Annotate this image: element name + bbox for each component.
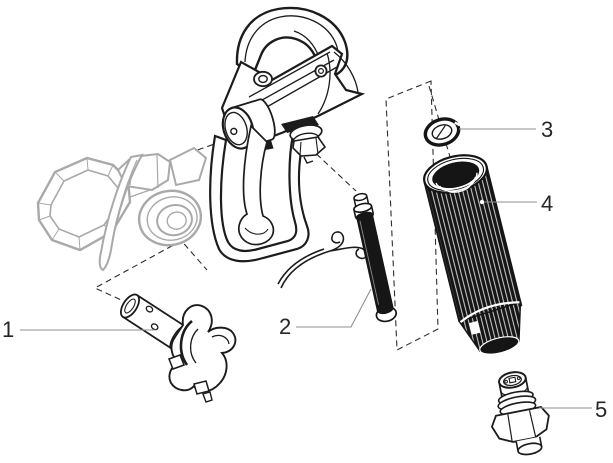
part4-mouth-mid	[427, 157, 485, 192]
gun-muzzle-face-inner	[224, 111, 248, 146]
part1-handle-inner-curve	[189, 328, 199, 364]
part3-ring-inner	[431, 124, 453, 140]
dashed-alignment-box	[385, 80, 439, 351]
part4-bottom-rim	[479, 336, 520, 355]
part5-stub-bottom	[517, 442, 543, 456]
gun-trigger-detail	[244, 227, 269, 235]
part3-ring-outer	[423, 117, 461, 147]
callout-label-3: 3	[541, 117, 553, 142]
tip-guard-lever-inner	[111, 159, 138, 243]
part2-black-body	[355, 212, 394, 312]
part1-handle-front-curve	[179, 320, 193, 366]
tip-guard-mount-tab	[168, 146, 208, 187]
part5-hex-nut	[490, 406, 550, 443]
gun-head-detail-lines	[248, 51, 359, 115]
part5-top-detail-square	[508, 376, 517, 384]
dashed-line-tipguard-down	[170, 228, 208, 271]
gun-pivot-screw-inner	[318, 67, 325, 74]
tip-guard-nozzle-ring	[137, 189, 203, 247]
gun-outlet-wedge-plate	[281, 116, 319, 133]
gun-outlet-nub	[303, 156, 314, 164]
part-3-drawing	[423, 117, 461, 147]
part5-top-dot-left	[504, 379, 508, 384]
part2-body-bottom	[376, 304, 394, 315]
part-1-drawing	[120, 293, 237, 403]
part4-thread-arcs	[435, 172, 478, 193]
part2-highlight	[359, 220, 380, 305]
part5-hex-facets	[507, 410, 537, 443]
gun-muzzle-hole	[230, 127, 238, 136]
leader-4-anchor-dot	[479, 199, 485, 205]
callout-labels: 1 2 3 4 5	[2, 117, 607, 422]
part4-separation-band	[459, 301, 520, 323]
part3-ring-tick	[435, 125, 446, 140]
callout-label-1: 1	[2, 317, 14, 342]
part-4-drawing	[423, 154, 523, 355]
callout-label-4: 4	[541, 191, 553, 216]
part2-collar-sides	[353, 205, 375, 218]
part-2-drawing	[353, 192, 398, 323]
part1-bottom-stub	[202, 391, 213, 403]
gun-trigger	[237, 124, 275, 246]
part-5-drawing	[490, 371, 550, 456]
part5-top-face-inner	[502, 374, 522, 387]
part4-body-edges	[423, 165, 523, 322]
callout-label-5: 5	[595, 397, 607, 422]
part4-white-chip	[468, 320, 481, 335]
tip-guard-assembly-drawing	[36, 146, 208, 272]
gun-pivot-screw-outer	[314, 64, 328, 78]
part1-handle-right-line	[211, 334, 230, 345]
part1-hole-a	[145, 305, 154, 313]
part1-foot-left	[168, 354, 185, 370]
part2-body-shoulder	[356, 211, 373, 220]
callout-label-2: 2	[279, 314, 291, 339]
gun-outlet-hex-facets	[299, 137, 319, 156]
part1-foot-bottom	[193, 380, 210, 395]
gun-boss-screw-outer	[253, 70, 273, 88]
part1-cross-handle	[168, 304, 237, 393]
gun-muzzle	[221, 98, 276, 150]
callout-leader-lines	[20, 128, 592, 409]
gun-muzzle-face	[221, 106, 255, 150]
gun-outlet-hex	[292, 136, 327, 157]
part3-ring-gap	[454, 121, 461, 127]
part5-top-dot-right	[516, 376, 521, 381]
gun-boss-screw-inner	[258, 74, 268, 84]
part4-mouth-bore	[432, 161, 480, 189]
spray-gun-drawing	[209, 6, 368, 289]
part1-end-cap-inner	[124, 298, 136, 314]
leader-line-2	[296, 288, 372, 328]
tip-guard-lever	[98, 153, 144, 272]
part2-tip-cap	[353, 192, 368, 202]
part1-hole-b	[150, 323, 159, 331]
